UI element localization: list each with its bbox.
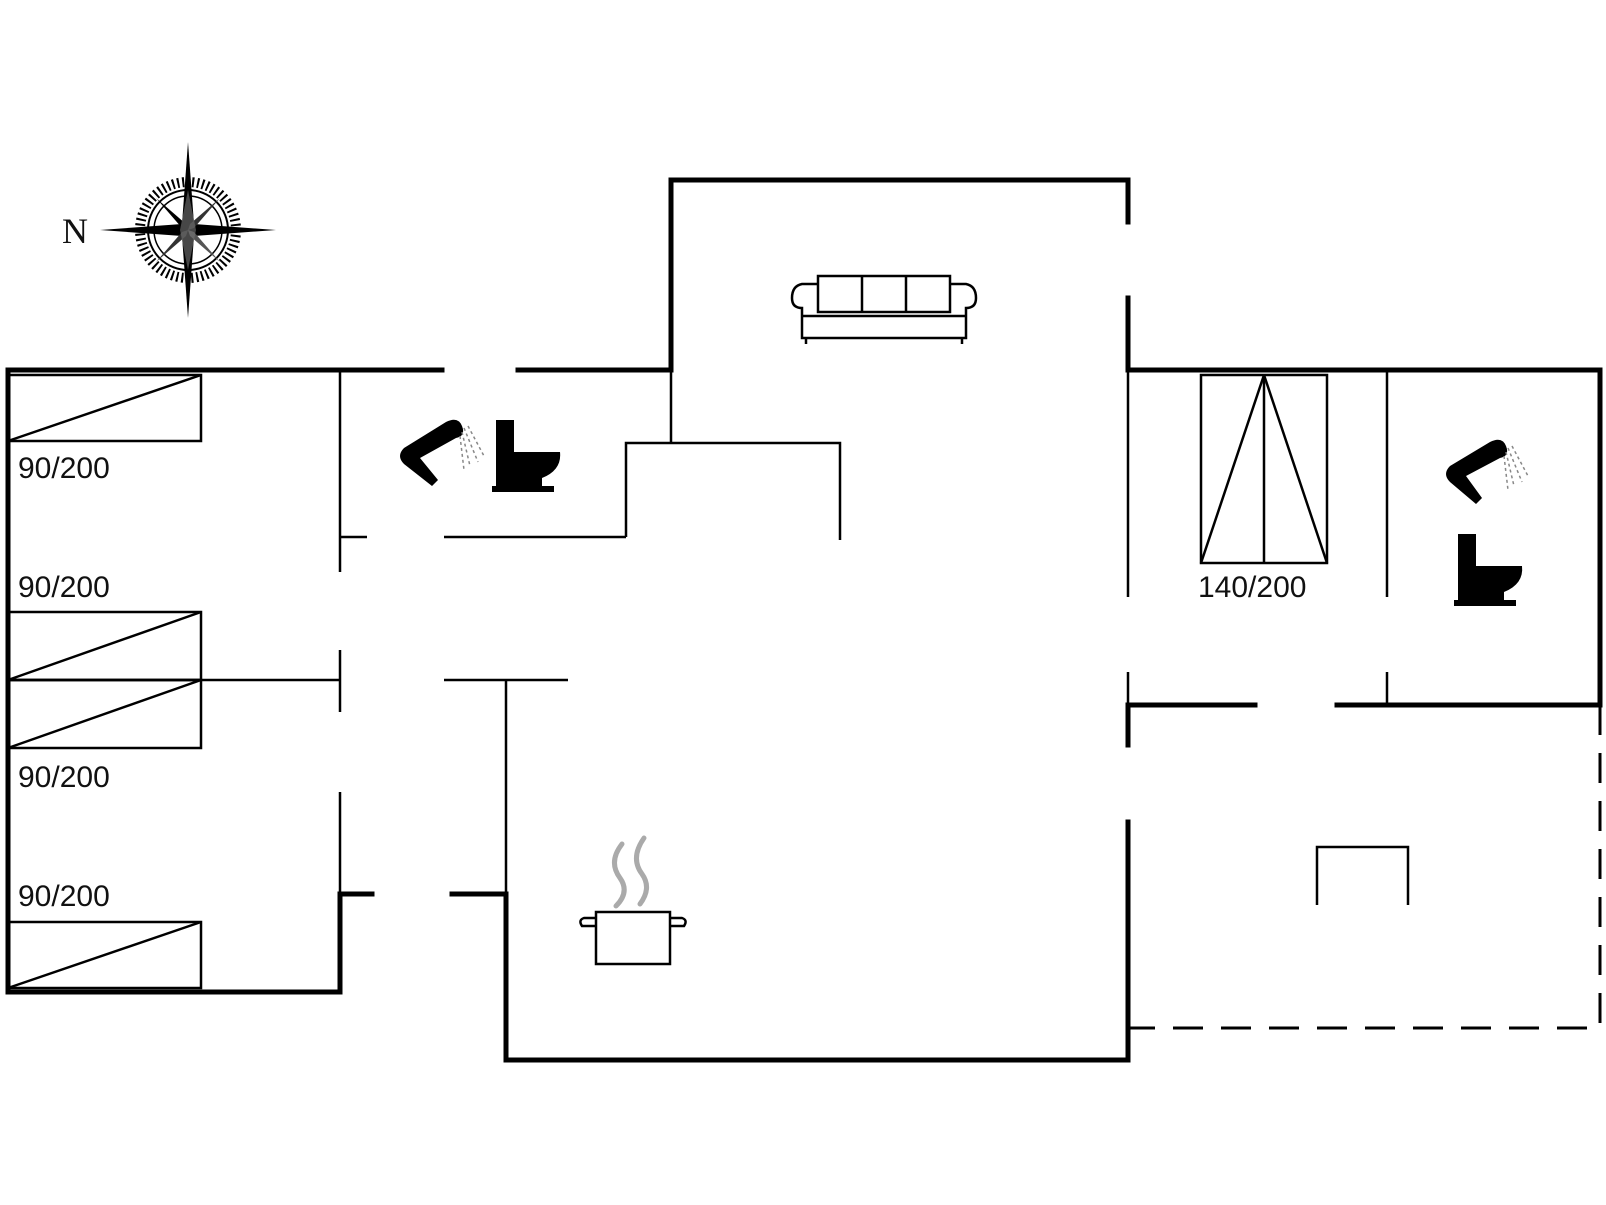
walls [5, 177, 1603, 1063]
cooking-pot-icon [579, 835, 687, 966]
bed-size-label-2: 90/200 [18, 571, 110, 604]
bed-size-label-1: 90/200 [18, 452, 110, 485]
compass-north-label: N [62, 211, 88, 251]
bed-single-1 [6, 373, 203, 443]
compass-rose-icon [100, 142, 276, 318]
bed-double [1199, 373, 1329, 565]
bed-single-2 [6, 610, 203, 682]
bed-size-label-4: 90/200 [18, 880, 110, 913]
bed-size-label-3: 90/200 [18, 761, 110, 794]
bed-single-4 [6, 920, 203, 990]
bed-size-label-double: 140/200 [1198, 571, 1306, 604]
bed-single-3 [6, 678, 203, 750]
toilet-icon [492, 420, 561, 492]
shower-icon [1446, 439, 1529, 504]
sofa-icon [790, 274, 978, 344]
shower-icon [400, 419, 485, 486]
toilet-icon [1454, 534, 1523, 606]
